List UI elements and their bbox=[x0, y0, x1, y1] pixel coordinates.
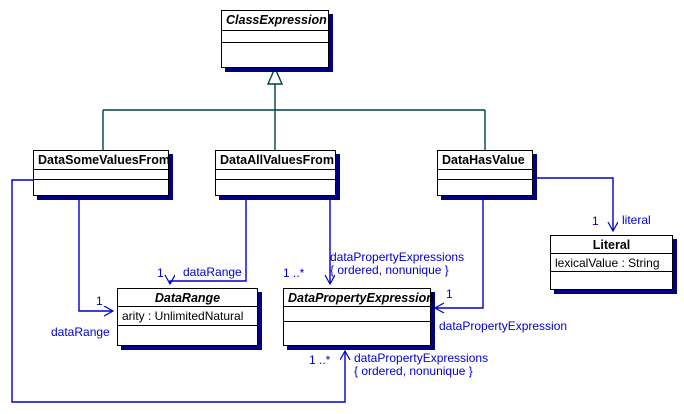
class-box-literal[interactable]: Literal lexicalValue : String bbox=[550, 235, 673, 290]
role-name-davf-datapropertyexpressions: dataPropertyExpressions bbox=[330, 250, 465, 264]
class-box-data-has-value[interactable]: DataHasValue bbox=[437, 150, 533, 196]
attribute-compartment-data-property-expression bbox=[284, 307, 430, 322]
class-name-class-expression: ClassExpression bbox=[222, 11, 328, 31]
role-label-dsvf-datapropertyexpressions: dataPropertyExpressions { ordered, nonun… bbox=[354, 352, 488, 378]
role-label-davf-datapropertyexpressions: dataPropertyExpressions { ordered, nonun… bbox=[330, 251, 464, 277]
multiplicity-dsvf-datapropertyexpressions: 1 ..* bbox=[309, 353, 331, 367]
class-box-data-range[interactable]: DataRange arity : UnlimitedNatural bbox=[117, 288, 258, 346]
class-name-data-some-values-from: DataSomeValuesFrom bbox=[34, 151, 170, 170]
attribute-compartment-data-all-values-from bbox=[216, 170, 335, 180]
role-constraint-davf-datapropertyexpressions: { ordered, nonunique } bbox=[330, 263, 449, 277]
multiplicity-dhv-datapropertyexpression: 1 bbox=[446, 287, 453, 301]
role-name-dsvf-datapropertyexpressions: dataPropertyExpressions bbox=[354, 351, 489, 365]
class-name-data-range: DataRange bbox=[118, 289, 257, 307]
class-box-data-all-values-from[interactable]: DataAllValuesFrom bbox=[215, 150, 336, 196]
attribute-literal-lexical-value: lexicalValue : String bbox=[551, 254, 672, 272]
class-name-data-property-expression: DataPropertyExpression bbox=[284, 289, 434, 307]
role-constraint-dsvf-datapropertyexpressions: { ordered, nonunique } bbox=[354, 364, 473, 378]
attribute-compartment-class-expression bbox=[222, 31, 328, 43]
attribute-data-range-arity: arity : UnlimitedNatural bbox=[118, 307, 257, 326]
class-name-literal: Literal bbox=[551, 236, 672, 254]
class-box-data-some-values-from[interactable]: DataSomeValuesFrom bbox=[33, 150, 170, 196]
class-box-data-property-expression[interactable]: DataPropertyExpression bbox=[283, 288, 434, 346]
role-label-dsvf-datarange: dataRange bbox=[51, 325, 110, 339]
attribute-compartment-data-some-values-from bbox=[34, 170, 168, 180]
multiplicity-davf-datarange: 1 bbox=[157, 266, 164, 280]
role-label-dhv-datapropertyexpression: dataPropertyExpression bbox=[439, 319, 568, 333]
role-label-dhv-literal: literal bbox=[622, 213, 651, 227]
generalization-arrowhead bbox=[266, 66, 284, 85]
class-name-data-all-values-from: DataAllValuesFrom bbox=[216, 151, 335, 170]
class-name-data-has-value: DataHasValue bbox=[438, 151, 532, 170]
multiplicity-dsvf-datarange: 1 bbox=[96, 294, 103, 308]
assoc-line-dhv-literal bbox=[533, 177, 613, 230]
multiplicity-dhv-literal: 1 bbox=[592, 214, 599, 228]
multiplicity-davf-datapropertyexpressions: 1 ..* bbox=[283, 266, 305, 280]
class-box-class-expression[interactable]: ClassExpression bbox=[221, 10, 329, 68]
generalization-tree bbox=[102, 66, 486, 150]
role-label-davf-datarange: dataRange bbox=[183, 265, 242, 279]
attribute-compartment-data-has-value bbox=[438, 170, 532, 180]
